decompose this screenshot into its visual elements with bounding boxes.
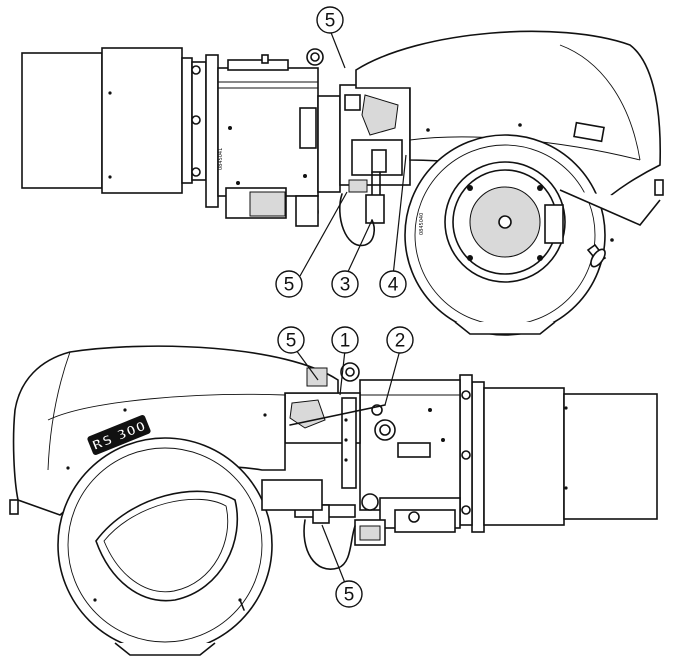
top-burner-view: 0845041 0845040 bbox=[21, 30, 664, 336]
top-control-block bbox=[338, 84, 411, 247]
top-serial-label-right: 0845040 bbox=[419, 213, 425, 235]
callout-bottom-2: 2 bbox=[386, 326, 414, 354]
bottom-fan-housing bbox=[57, 437, 323, 656]
svg-text:5: 5 bbox=[284, 275, 295, 296]
svg-text:5: 5 bbox=[325, 11, 336, 32]
callout-bottom-1: 1 bbox=[331, 326, 359, 354]
svg-text:1: 1 bbox=[340, 331, 351, 352]
svg-text:2: 2 bbox=[395, 331, 406, 352]
svg-text:3: 3 bbox=[340, 275, 351, 296]
top-serial-label-left: 0845041 bbox=[218, 148, 224, 170]
callout-bottom-5-upper: 5 bbox=[277, 326, 305, 354]
bottom-burner-view: RS 300 bbox=[9, 345, 658, 656]
svg-text:5: 5 bbox=[344, 585, 355, 606]
svg-text:5: 5 bbox=[286, 331, 297, 352]
top-burner-body bbox=[217, 48, 341, 227]
callout-top-5-lower: 5 bbox=[275, 270, 303, 298]
svg-text:4: 4 bbox=[388, 275, 399, 296]
bottom-burner-body bbox=[340, 362, 461, 546]
callout-top-5-upper: 5 bbox=[316, 6, 344, 34]
callout-bottom-5-lower: 5 bbox=[335, 580, 363, 608]
bottom-blast-tube bbox=[459, 374, 658, 533]
callout-top-3: 3 bbox=[331, 270, 359, 298]
callout-top-4: 4 bbox=[379, 270, 407, 298]
top-fan-housing bbox=[404, 134, 664, 336]
top-blast-tube bbox=[21, 47, 219, 208]
